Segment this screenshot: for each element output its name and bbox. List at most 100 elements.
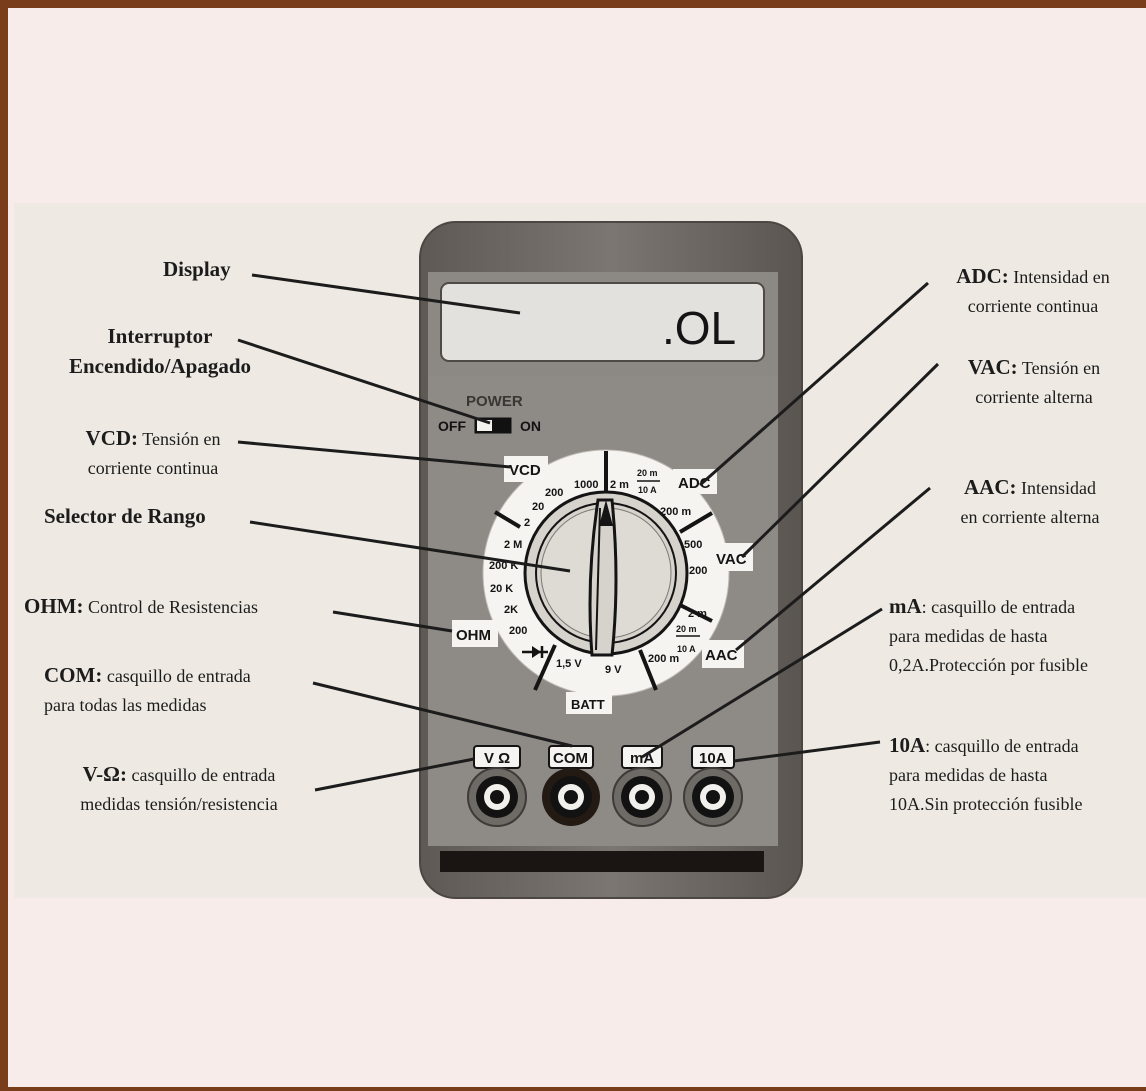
scale-adc-2m: 2 m xyxy=(610,479,629,491)
leader-com xyxy=(312,681,573,748)
jack-v-ohm[interactable]: V Ω xyxy=(467,745,527,827)
leader-10a xyxy=(733,740,881,763)
scale-1000: 1000 xyxy=(574,479,598,491)
label-selector: Selector de Rango xyxy=(44,502,206,532)
label-switch-line1: Interruptor xyxy=(107,324,213,348)
label-10a: 10A: casquillo de entrada para medidas d… xyxy=(889,731,1082,819)
scale-aac-20m: 20 m xyxy=(676,624,697,634)
scale-dividers xyxy=(493,451,714,691)
scale-batt-9v: 9 V xyxy=(605,664,622,676)
scale-200: 200 xyxy=(545,487,563,499)
label-ma-text2: para medidas de hasta xyxy=(889,626,1048,646)
scale-2: 2 xyxy=(524,517,530,529)
label-vac-title: VAC: xyxy=(967,355,1018,379)
range-aac-label: AAC xyxy=(705,647,738,664)
power-label: POWER xyxy=(466,393,523,410)
label-vcd-title: VCD: xyxy=(85,426,139,450)
switch-off-label: OFF xyxy=(438,418,466,434)
label-adc-text2: corriente continua xyxy=(967,296,1099,316)
label-ohm-text1: Control de Resistencias xyxy=(83,597,258,617)
leader-switch xyxy=(237,338,491,425)
jack-10a-label: 10A xyxy=(699,750,727,767)
label-vohm: V-Ω: casquillo de entrada medidas tensió… xyxy=(44,760,314,819)
scale-adc-200m: 200 m xyxy=(660,506,691,518)
label-ohm: OHM: Control de Resistencias xyxy=(24,592,258,622)
label-10a-text2: para medidas de hasta xyxy=(889,765,1048,785)
label-vcd-text2: corriente continua xyxy=(87,458,219,478)
range-adc-label: ADC xyxy=(678,475,711,492)
range-vcd-label: VCD xyxy=(509,462,541,479)
leader-vac xyxy=(740,362,940,559)
label-10a-text3: 10A.Sin protección fusible xyxy=(889,794,1083,814)
leader-vcd xyxy=(237,440,511,469)
display-reading: .OL xyxy=(662,302,736,354)
label-adc-title: ADC: xyxy=(956,264,1009,288)
leader-selector xyxy=(249,520,571,573)
leader-ma xyxy=(641,607,883,759)
label-vohm-text2: medidas tensión/resistencia xyxy=(80,794,278,814)
label-adc: ADC: Intensidad en corriente continua xyxy=(928,262,1138,321)
leader-vohm xyxy=(314,757,475,792)
scale-2k: 2K xyxy=(504,604,518,616)
jack-ma[interactable]: mA xyxy=(612,745,672,827)
scale-20k: 20 K xyxy=(490,583,513,595)
label-vac-text1: Tensión en xyxy=(1017,358,1101,378)
leader-lines xyxy=(237,273,940,792)
label-ma-title: mA xyxy=(889,594,922,618)
label-aac-text2: en corriente alterna xyxy=(960,507,1100,527)
label-display: Display xyxy=(163,255,231,285)
label-switch: Interruptor Encendido/Apagado xyxy=(38,322,282,382)
range-batt-label: BATT xyxy=(571,697,605,712)
scale-200-ohm: 200 xyxy=(509,625,527,637)
label-aac-title: AAC: xyxy=(964,475,1017,499)
scale-adc-20m: 20 m xyxy=(637,468,658,478)
switch-on-label: ON xyxy=(520,418,541,434)
diode-icon xyxy=(522,646,548,658)
display-screen xyxy=(440,282,765,362)
jack-com-label: COM xyxy=(553,750,588,767)
scale-batt-15v: 1,5 V xyxy=(556,658,582,670)
label-ma: mA: casquillo de entrada para medidas de… xyxy=(889,592,1088,680)
jack-com[interactable]: COM xyxy=(542,745,600,826)
scale-vac-500: 500 xyxy=(684,539,702,551)
label-ohm-title: OHM: xyxy=(24,594,84,618)
label-switch-line2: Encendido/Apagado xyxy=(68,354,252,378)
label-ma-text1: : casquillo de entrada xyxy=(921,597,1076,617)
label-com-title: COM: xyxy=(44,663,103,687)
label-adc-text1: Intensidad en xyxy=(1008,267,1110,287)
label-aac-text1: Intensidad xyxy=(1016,478,1096,498)
label-ma-text3: 0,2A.Protección por fusible xyxy=(889,655,1088,675)
label-com-text1: casquillo de entrada xyxy=(102,666,251,686)
range-vac-label: VAC xyxy=(716,551,747,568)
label-aac: AAC: Intensidad en corriente alterna xyxy=(932,473,1128,532)
leader-adc xyxy=(699,281,929,487)
power-switch-slot xyxy=(477,420,492,431)
selector-pointer-icon xyxy=(599,500,613,526)
range-selector-knob[interactable] xyxy=(523,490,689,657)
label-vcd: VCD: Tensión en corriente continua xyxy=(60,424,246,483)
scale-aac-200m: 200 m xyxy=(648,653,679,665)
range-ohm-label: OHM xyxy=(456,627,491,644)
label-vac: VAC: Tensión en corriente alterna xyxy=(936,353,1132,412)
label-vohm-title: V-Ω: xyxy=(82,762,127,786)
scale-aac-10a: 10 A xyxy=(677,644,696,654)
label-selector-title: Selector de Rango xyxy=(44,504,206,528)
bottom-strip xyxy=(440,851,764,872)
label-vac-text2: corriente alterna xyxy=(975,387,1093,407)
scale-adc-10a: 10 A xyxy=(638,485,657,495)
leader-ohm xyxy=(332,610,453,633)
leader-aac xyxy=(735,486,931,652)
scale-vac-200: 200 xyxy=(689,565,707,577)
scale-2m-ohm: 2 M xyxy=(504,539,522,551)
label-display-title: Display xyxy=(163,257,231,281)
label-vcd-text1: Tensión en xyxy=(138,429,221,449)
label-10a-title: 10A xyxy=(889,733,926,757)
label-com: COM: casquillo de entrada para todas las… xyxy=(44,661,251,720)
label-com-text2: para todas las medidas xyxy=(44,695,207,715)
leader-display xyxy=(251,273,521,315)
jack-10a[interactable]: 10A xyxy=(683,745,743,827)
jack-v-ohm-label: V Ω xyxy=(484,750,510,767)
scale-20: 20 xyxy=(532,501,544,513)
label-vohm-text1: casquillo de entrada xyxy=(126,765,276,785)
